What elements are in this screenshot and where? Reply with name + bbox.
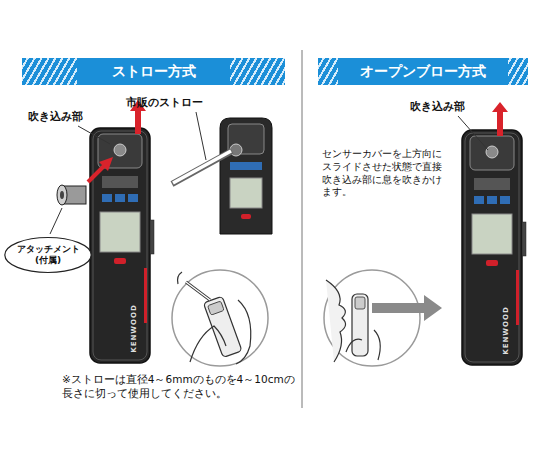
device-in-hand [203, 296, 242, 357]
part-label: 吹き込み部 [28, 110, 83, 125]
note-text-holder: ※ストローは直径4～6mmのものを4～10cmの 長さに切って使用してください。 [62, 372, 296, 400]
straw [172, 151, 232, 184]
instruction-text-holder: センサーカバーを上方向に スライドさせた状態で直接 吹き込み部に息を吹きかけ ま… [322, 148, 446, 199]
part-label-holder: 市販のストロー [126, 96, 203, 111]
hand-outline [236, 300, 251, 364]
leader-line [196, 112, 206, 160]
brand-logo: KENWOOD [503, 306, 510, 355]
banner-text: オープンブロー方式 [338, 58, 508, 85]
mouth-outline [178, 272, 183, 284]
part-label: 市販のストロー [126, 96, 203, 111]
hand-outline [346, 330, 380, 360]
device-in-hand [208, 301, 225, 315]
device-closeup [241, 214, 251, 219]
device-in-hand [352, 294, 368, 356]
method-banner: オープンブロー方式 [318, 58, 528, 85]
brand-logo-holder: KENWOOD [503, 306, 510, 355]
leader-line [458, 116, 488, 150]
device-closeup [220, 118, 272, 234]
device-in-hand [355, 297, 365, 309]
face-profile [326, 280, 346, 362]
attachment-part [60, 191, 64, 199]
breath-arrow [372, 295, 442, 321]
brand-logo-holder: KENWOOD [131, 304, 138, 353]
part-label: 吹き込み部 [410, 100, 465, 115]
part-label-holder: 吹き込み部 [410, 100, 465, 115]
instruction-text: センサーカバーを上方向に スライドさせた状態で直接 吹き込み部に息を吹きかけ ま… [322, 148, 446, 199]
insert-arrow [88, 166, 104, 182]
method-banner: ストロー方式 [22, 58, 285, 85]
attachment-part [57, 185, 67, 205]
oval-outline [5, 238, 91, 273]
note-text: ※ストローは直径4～6mmのものを4～10cmの 長さに切って使用してください。 [62, 372, 296, 400]
breathalyzer-device [90, 128, 154, 363]
straw [186, 282, 210, 300]
panel-divider [302, 50, 303, 408]
leader-line [78, 126, 110, 144]
hand-outline [190, 326, 226, 362]
straw [186, 282, 210, 300]
insert-arrow [99, 157, 113, 171]
up-arrow [492, 102, 508, 136]
banner-text: ストロー方式 [77, 58, 230, 85]
breathalyzer-device [462, 130, 526, 365]
device-closeup [230, 162, 262, 170]
device-in-hand [203, 296, 242, 357]
attachment-oval: アタッチメント (付属) [3, 236, 93, 274]
part-label-holder: 吹き込み部 [28, 110, 83, 125]
straw [173, 151, 231, 183]
leader-line [50, 208, 62, 234]
usage-inset [324, 270, 420, 366]
usage-inset [172, 270, 268, 366]
device-closeup [230, 178, 262, 208]
brand-logo: KENWOOD [131, 304, 138, 353]
callout-text: アタッチメント (付属) [15, 244, 81, 266]
